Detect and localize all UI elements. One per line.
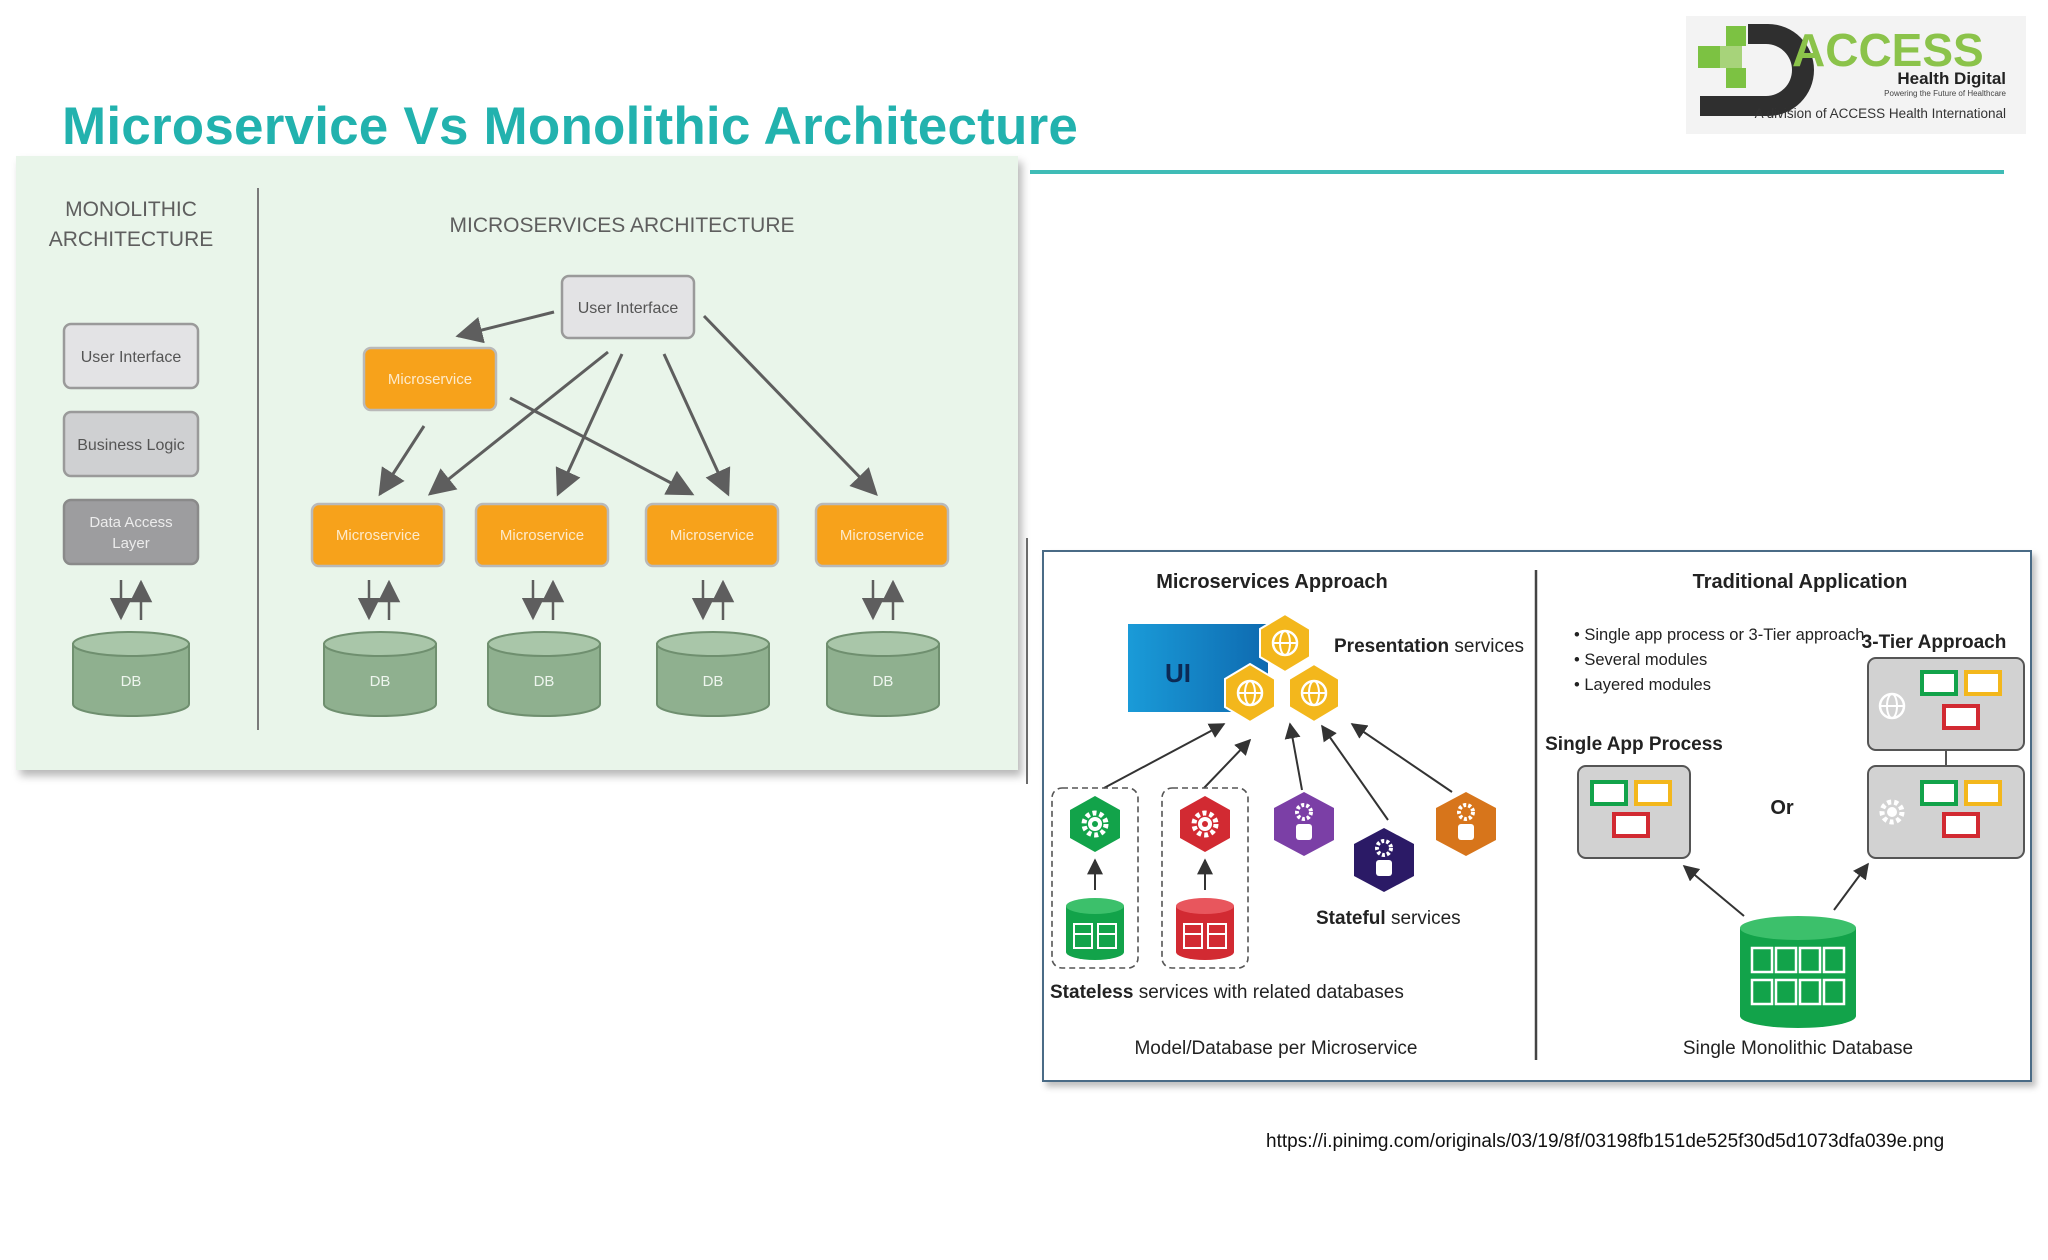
mono-layer-business-logic: Business Logic [62, 410, 200, 478]
logo-square [1726, 68, 1746, 88]
globe-icon [1300, 679, 1328, 707]
ms-db-arrows [357, 579, 905, 621]
svg-text:Layer: Layer [112, 535, 150, 552]
svg-text:User Interface: User Interface [578, 300, 679, 317]
access-health-logo: ACCESS Health Digital Powering the Futur… [1686, 16, 2026, 134]
microservices-approach-title: Microservices Approach [1156, 571, 1388, 593]
traditional-application-title: Traditional Application [1693, 571, 1908, 593]
source-url: https://i.pinimg.com/originals/03/19/8f/… [1266, 1131, 1945, 1152]
logo-square [1720, 46, 1742, 68]
single-app-label: Single App Process [1545, 734, 1723, 755]
service-arrows [1103, 722, 1453, 821]
slide-title: Microservice Vs Monolithic Architecture [62, 97, 1079, 156]
gear-icon [1879, 799, 1905, 825]
ms-db-cylinder-2: DB [487, 631, 601, 717]
single-app-process-box [1577, 765, 1691, 859]
svg-text:UI: UI [1165, 658, 1191, 688]
three-tier-bottom-box [1867, 765, 2025, 859]
logo-brand: ACCESS [1792, 24, 1984, 76]
ms-arrows [378, 310, 878, 497]
monolithic-heading: MONOLITHIC [65, 198, 197, 221]
stateless-service-green [1051, 787, 1139, 969]
stateful-services-label: Stateful services [1316, 908, 1461, 929]
svg-text:Microservice: Microservice [388, 371, 472, 388]
svg-text:DB: DB [873, 673, 894, 690]
single-monolithic-database [1740, 916, 1856, 1028]
or-label: Or [1770, 797, 1794, 819]
mono-db-cylinder: DB [72, 631, 190, 717]
svg-text:Business Logic: Business Logic [77, 437, 185, 454]
mono-layer-data-access: Data Access Layer [62, 498, 200, 566]
globe-icon [1236, 679, 1264, 707]
stateless-services-label: Stateless services with related database… [1050, 982, 1404, 1003]
gear-db-icon [1375, 839, 1393, 876]
svg-text:DB: DB [370, 673, 391, 690]
ms-db-cylinder-3: DB [656, 631, 770, 717]
traditional-bullets: • Single app process or 3-Tier approach … [1574, 626, 1864, 694]
gear-db-icon [1295, 803, 1313, 840]
logo-square [1726, 26, 1746, 46]
gear-icon [1081, 810, 1109, 838]
globe-icon [1878, 692, 1906, 720]
ms-db-cylinder-4: DB [826, 631, 940, 717]
svg-text:Microservice: Microservice [500, 527, 584, 544]
bullet-item: • Several modules [1574, 651, 1707, 669]
logo-tagline: Powering the Future of Healthcare [1884, 89, 2006, 98]
microservices-heading: MICROSERVICES ARCHITECTURE [450, 214, 795, 237]
mono-layer-ui: User Interface [62, 322, 200, 390]
svg-text:Microservice: Microservice [670, 527, 754, 544]
stateful-service-navy [1354, 828, 1414, 892]
database-icon [1176, 898, 1234, 960]
db-arrows [1682, 862, 1869, 917]
bullet-item: • Single app process or 3-Tier approach [1574, 626, 1864, 644]
logo-division: A division of ACCESS Health Internationa… [1755, 106, 2006, 121]
stateful-service-purple [1274, 792, 1334, 856]
three-tier-label: 3-Tier Approach [1862, 632, 2007, 653]
right-architecture-diagram: Microservices Approach Traditional Appli… [1042, 550, 2032, 1082]
gear-icon [1191, 810, 1219, 838]
presentation-service-hex [1259, 612, 1311, 674]
monolithic-heading-line2: ARCHITECTURE [49, 228, 214, 251]
presentation-services-label: Presentation services [1334, 636, 1524, 657]
bullet-item: • Layered modules [1574, 676, 1711, 694]
left-architecture-diagram: MONOLITHIC ARCHITECTURE MICROSERVICES AR… [16, 156, 1018, 770]
database-icon [1066, 898, 1124, 960]
ms-microservice-3: Microservice [644, 502, 780, 568]
svg-text:Microservice: Microservice [840, 527, 924, 544]
logo-square [1698, 46, 1720, 68]
logo-d-mark [1700, 24, 1814, 116]
ms-microservice-2: Microservice [474, 502, 610, 568]
presentation-service-hex [1224, 662, 1276, 724]
svg-text:Microservice: Microservice [336, 527, 420, 544]
mono-db-arrows [109, 579, 153, 621]
ms-microservice-4: Microservice [814, 502, 950, 568]
panel-edge-line [1026, 538, 1028, 784]
gear-db-icon [1457, 803, 1475, 840]
micro-caption: Model/Database per Microservice [1134, 1038, 1417, 1059]
globe-icon [1271, 629, 1299, 657]
ms-user-interface-node: User Interface [560, 274, 696, 340]
svg-text:User Interface: User Interface [81, 349, 182, 366]
ms-microservice-1: Microservice [310, 502, 446, 568]
stateless-service-red [1161, 787, 1249, 969]
presentation-service-hex [1288, 662, 1340, 724]
db-caption: Single Monolithic Database [1683, 1038, 1913, 1059]
three-tier-top-box [1867, 657, 2025, 751]
title-rule [1030, 170, 2004, 174]
svg-text:Data Access: Data Access [89, 514, 172, 531]
logo-subbrand: Health Digital [1897, 69, 2006, 88]
stateful-service-orange [1436, 792, 1496, 856]
ms-db-cylinder-1: DB [323, 631, 437, 717]
ms-microservice-top: Microservice [362, 346, 498, 412]
svg-text:DB: DB [534, 673, 555, 690]
svg-text:DB: DB [703, 673, 724, 690]
svg-text:DB: DB [121, 673, 142, 690]
